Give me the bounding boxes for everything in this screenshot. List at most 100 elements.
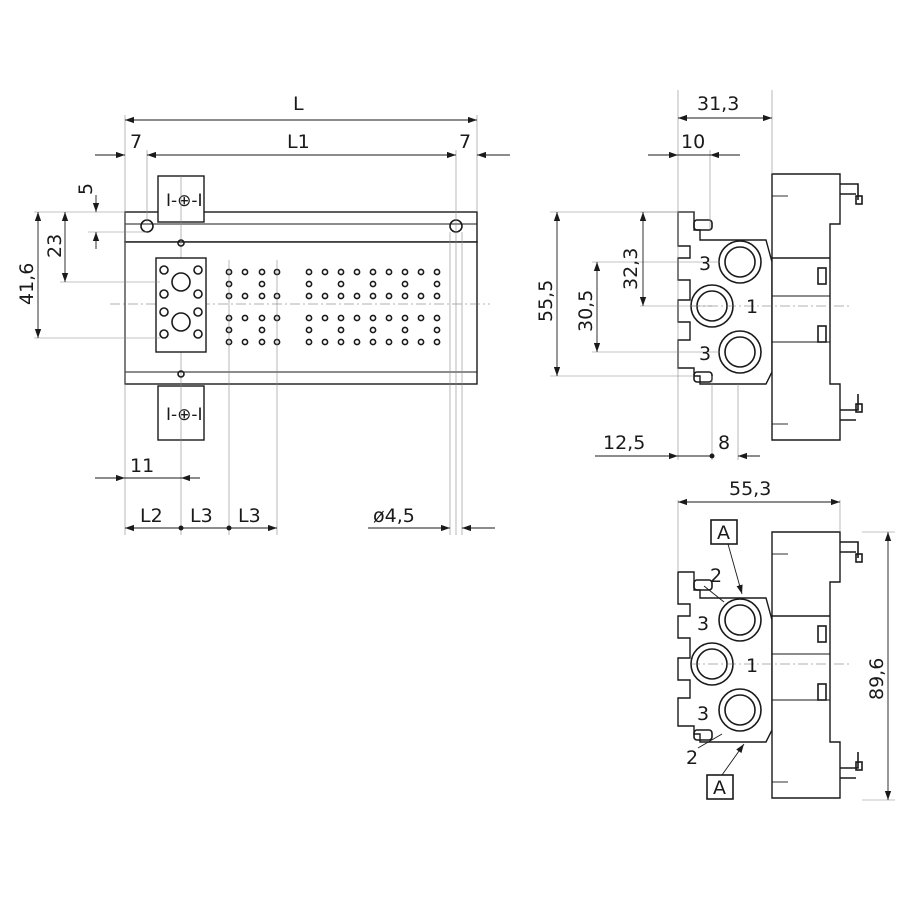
pin-dot bbox=[258, 338, 266, 346]
pin-dot bbox=[321, 268, 329, 276]
pin-dot bbox=[369, 326, 377, 334]
pin-dot bbox=[385, 292, 393, 300]
dim-55-5: 55,5 bbox=[535, 280, 557, 322]
detail-port-3-top bbox=[718, 598, 762, 642]
pin-dot bbox=[337, 280, 345, 288]
detail-port-3-bottom bbox=[718, 688, 762, 732]
pin-dot bbox=[258, 326, 266, 334]
dim-L: L bbox=[293, 93, 304, 115]
pin-dot bbox=[369, 338, 377, 346]
pin-dot bbox=[385, 268, 393, 276]
pin-dot bbox=[337, 268, 345, 276]
dim-hole-diameter: ø4,5 bbox=[373, 505, 415, 527]
dim-10: 10 bbox=[681, 131, 705, 153]
pin-dot bbox=[337, 326, 345, 334]
pin-dot bbox=[369, 280, 377, 288]
side-port-3-top: 3 bbox=[699, 253, 711, 275]
detail-label-2-bottom: 2 bbox=[686, 747, 698, 769]
detail-view: 55,3 89,6 A A 2 3 1 3 2 bbox=[677, 478, 895, 801]
pin-dot bbox=[258, 280, 266, 288]
dim-31-3: 31,3 bbox=[697, 93, 739, 115]
marker-A-top-box bbox=[710, 519, 738, 545]
pin-dot bbox=[401, 314, 409, 322]
pin-dot bbox=[337, 292, 345, 300]
pin-dot bbox=[369, 292, 377, 300]
pin-dot bbox=[433, 314, 441, 322]
pin-dot bbox=[401, 280, 409, 288]
dim-23: 23 bbox=[44, 234, 66, 258]
detail-label-3-top: 3 bbox=[697, 613, 709, 635]
pin-dot bbox=[401, 292, 409, 300]
dim-5: 5 bbox=[75, 183, 97, 195]
side-valve-housing bbox=[771, 173, 841, 441]
svg-text:I-⊕-I: I-⊕-I bbox=[166, 405, 203, 425]
dim-32-3: 32,3 bbox=[620, 248, 642, 290]
pin-dot bbox=[241, 338, 249, 346]
dim-55-3: 55,3 bbox=[729, 478, 771, 500]
pin-dot bbox=[305, 338, 313, 346]
pin-dot bbox=[241, 292, 249, 300]
pin-dot bbox=[433, 292, 441, 300]
pin-dot bbox=[305, 314, 313, 322]
pin-dot bbox=[369, 268, 377, 276]
side-view: 31,3 10 55,5 32,3 30,5 12,5 8 3 1 3 bbox=[535, 90, 863, 460]
pin-dot bbox=[258, 292, 266, 300]
pin-dot bbox=[417, 268, 425, 276]
pin-dot bbox=[305, 280, 313, 288]
marker-A-bottom: A bbox=[713, 777, 726, 799]
pin-dot bbox=[385, 338, 393, 346]
pin-dot bbox=[433, 280, 441, 288]
pin-dot bbox=[369, 314, 377, 322]
pin-dot bbox=[353, 314, 361, 322]
svg-text:I-⊕-I: I-⊕-I bbox=[166, 191, 203, 211]
marker-A-top: A bbox=[717, 522, 730, 544]
dim-12-5: 12,5 bbox=[603, 432, 645, 454]
pin-dot bbox=[401, 338, 409, 346]
detail-valve-housing bbox=[771, 531, 841, 799]
front-view: I-⊕-I I-⊕-I L L bbox=[16, 93, 510, 535]
pin-dot bbox=[401, 268, 409, 276]
pin-dot bbox=[417, 292, 425, 300]
pin-dot bbox=[433, 268, 441, 276]
pin-dot bbox=[385, 314, 393, 322]
detail-label-1: 1 bbox=[746, 655, 758, 677]
pin-dot bbox=[305, 292, 313, 300]
pin-dot bbox=[353, 292, 361, 300]
pin-dot bbox=[433, 338, 441, 346]
marker-A-bottom-box bbox=[706, 774, 734, 800]
dim-8: 8 bbox=[718, 432, 730, 454]
dim-7-right: 7 bbox=[459, 131, 471, 153]
dim-30-5: 30,5 bbox=[575, 290, 597, 332]
detail-label-2-top: 2 bbox=[710, 565, 722, 587]
pin-dot bbox=[401, 326, 409, 334]
detail-label-3-bottom: 3 bbox=[697, 703, 709, 725]
pin-dot bbox=[258, 268, 266, 276]
pin-dot bbox=[433, 326, 441, 334]
dim-41-6: 41,6 bbox=[16, 263, 38, 305]
pin-dot bbox=[321, 292, 329, 300]
side-port-3-bottom: 3 bbox=[699, 343, 711, 365]
pin-dot bbox=[337, 314, 345, 322]
pin-dot bbox=[241, 268, 249, 276]
pin-dot bbox=[321, 338, 329, 346]
pin-dot bbox=[258, 314, 266, 322]
pin-dots bbox=[225, 268, 441, 346]
dim-L1: L1 bbox=[287, 131, 310, 153]
pin-dot bbox=[321, 314, 329, 322]
dim-L3-b: L3 bbox=[238, 505, 261, 527]
pin-dot bbox=[337, 338, 345, 346]
dim-L3-a: L3 bbox=[190, 505, 213, 527]
pin-dot bbox=[417, 314, 425, 322]
dim-89-6: 89,6 bbox=[866, 658, 888, 700]
dim-11: 11 bbox=[130, 455, 154, 477]
pin-dot bbox=[353, 268, 361, 276]
pin-dot bbox=[305, 268, 313, 276]
dim-7-left: 7 bbox=[130, 131, 142, 153]
pin-dot bbox=[241, 314, 249, 322]
pin-dot bbox=[305, 326, 313, 334]
pin-dot bbox=[353, 338, 361, 346]
dim-L2: L2 bbox=[140, 505, 163, 527]
pin-dot bbox=[417, 338, 425, 346]
side-port-1: 1 bbox=[746, 296, 758, 318]
